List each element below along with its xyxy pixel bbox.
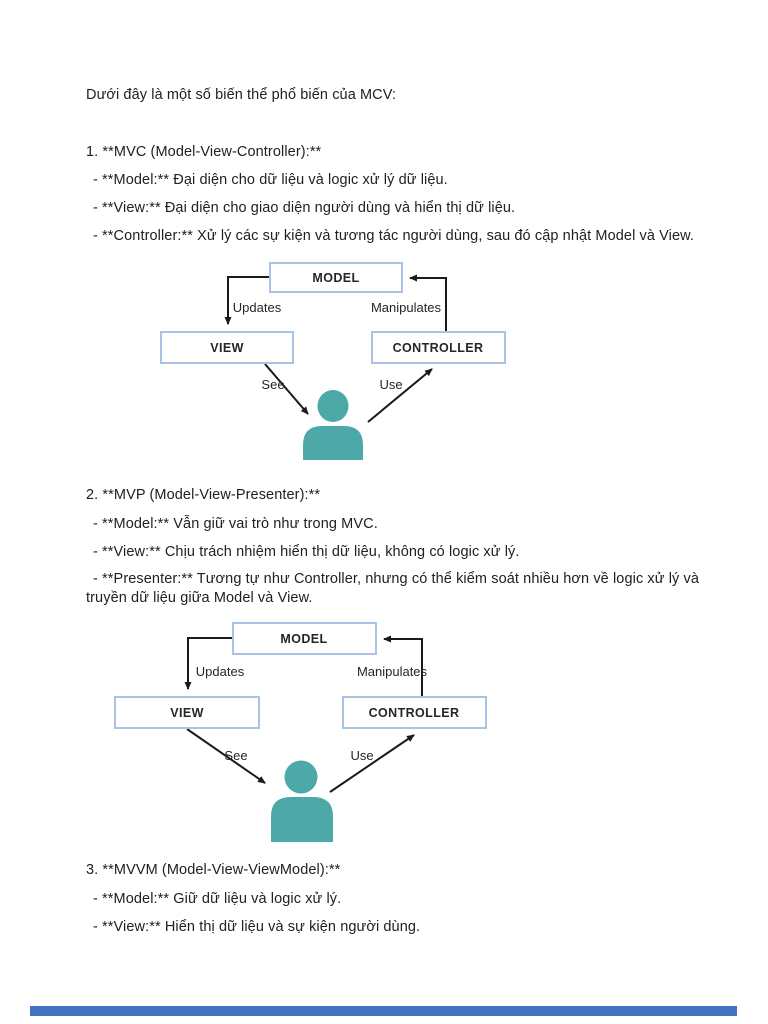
section-1-item-controller: - **Controller:** Xử lý các sự kiện và t… bbox=[93, 228, 695, 244]
section-2-item-presenter: - **Presenter:** Tương tự như Controller… bbox=[93, 571, 700, 587]
see-label: See bbox=[224, 748, 247, 763]
manipulates-label: Manipulates bbox=[371, 300, 442, 315]
section-3-heading: 3. **MVVM (Model-View-ViewModel):** bbox=[86, 862, 341, 878]
section-1-item-view: - **View:** Đại diện cho giao diện người… bbox=[93, 200, 516, 216]
person-icon bbox=[303, 390, 363, 460]
updates-arrow bbox=[224, 276, 270, 325]
manipulates-arrow bbox=[383, 635, 423, 697]
section-2-heading: 2. **MVP (Model-View-Presenter):** bbox=[86, 487, 321, 503]
model-box-label: MODEL bbox=[280, 632, 327, 646]
section-3-item-view: - **View:** Hiển thị dữ liệu và sự kiện … bbox=[93, 919, 421, 935]
mvc-diagram: MODEL VIEW CONTROLLER Updates Manipulate… bbox=[140, 250, 560, 465]
updates-arrow bbox=[184, 637, 233, 690]
view-box-label: VIEW bbox=[170, 706, 204, 720]
model-box-label: MODEL bbox=[312, 271, 359, 285]
mvp-diagram: MODEL VIEW CONTROLLER Updates Manipulate… bbox=[100, 610, 520, 845]
manipulates-arrow bbox=[409, 274, 447, 332]
see-arrow bbox=[264, 363, 309, 415]
model-box bbox=[232, 622, 377, 655]
view-box-label: VIEW bbox=[210, 341, 244, 355]
model-box bbox=[269, 262, 403, 293]
controller-box bbox=[342, 696, 487, 729]
see-arrow bbox=[186, 728, 266, 784]
manipulates-label: Manipulates bbox=[357, 664, 428, 679]
use-label: Use bbox=[379, 377, 402, 392]
section-2-item-model: - **Model:** Vẫn giữ vai trò như trong M… bbox=[93, 516, 378, 532]
section-2-item-presenter-cont: truyền dữ liệu giữa Model và View. bbox=[86, 590, 313, 606]
use-label: Use bbox=[350, 748, 373, 763]
see-label: See bbox=[261, 377, 284, 392]
updates-label: Updates bbox=[233, 300, 282, 315]
person-icon bbox=[271, 760, 333, 842]
section-3-item-model: - **Model:** Giữ dữ liệu và logic xử lý. bbox=[93, 891, 342, 907]
use-arrow bbox=[329, 734, 415, 793]
controller-box bbox=[371, 331, 506, 364]
section-1-heading: 1. **MVC (Model-View-Controller):** bbox=[86, 144, 322, 160]
next-element-top-bar bbox=[30, 1006, 737, 1016]
controller-box-label: CONTROLLER bbox=[369, 706, 460, 720]
view-box bbox=[114, 696, 260, 729]
intro-text: Dưới đây là một số biến thể phổ biến của… bbox=[86, 87, 397, 103]
view-box bbox=[160, 331, 294, 364]
section-2-item-view: - **View:** Chịu trách nhiệm hiển thị dữ… bbox=[93, 544, 520, 560]
controller-box-label: CONTROLLER bbox=[393, 341, 484, 355]
section-1-item-model: - **Model:** Đại diện cho dữ liệu và log… bbox=[93, 172, 448, 188]
use-arrow bbox=[367, 368, 433, 423]
updates-label: Updates bbox=[196, 664, 245, 679]
